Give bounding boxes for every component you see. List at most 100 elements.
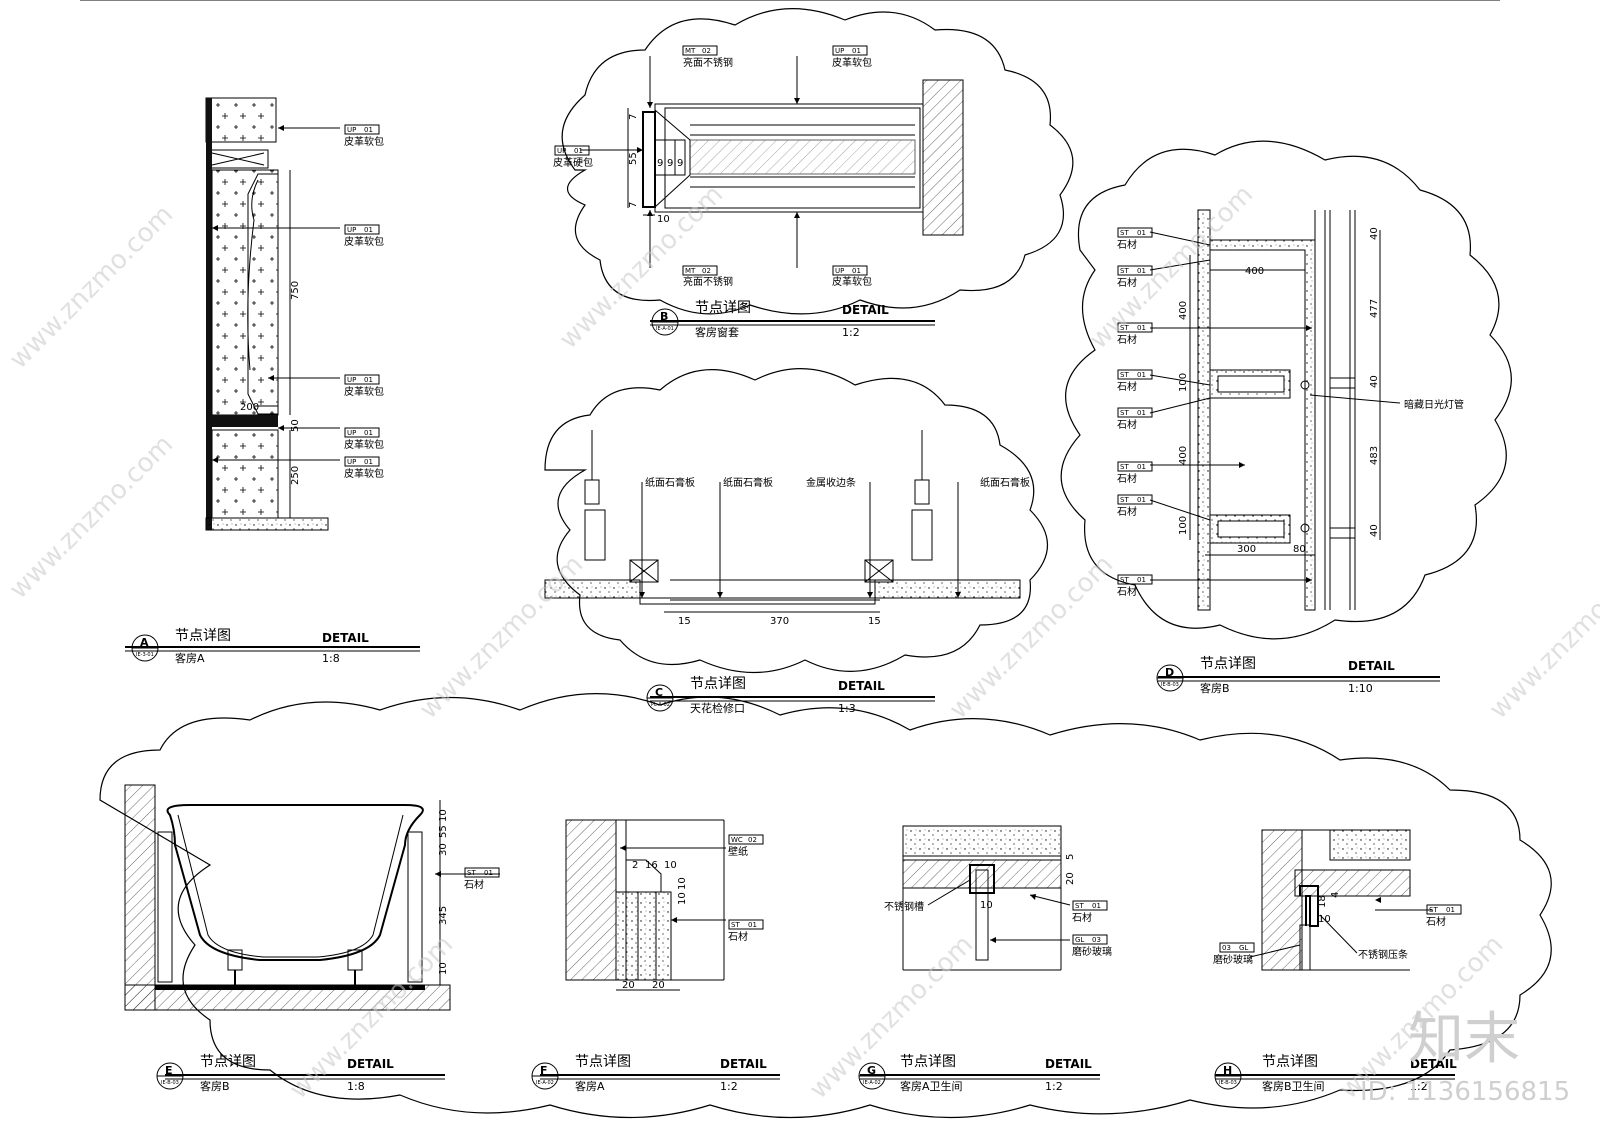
dim-text: 40	[1369, 375, 1380, 388]
tag-num: 01	[1137, 229, 1146, 237]
dim-text: 10	[677, 877, 688, 890]
watermark-text: www.znzmo.com	[4, 430, 179, 605]
dim-text: 750	[290, 281, 301, 300]
dim-text: 18	[1317, 895, 1328, 908]
tag-num: 01	[1092, 902, 1101, 910]
title-letter: D	[1165, 666, 1174, 679]
title-e: E IE-B-03 节点详图 DETAIL 客房B 1:8	[161, 1054, 394, 1093]
dim-text: 9	[657, 158, 663, 169]
watermark-text: www.znzmo.com	[414, 550, 589, 725]
dim-text: 400	[1245, 266, 1264, 277]
title-ref: IE-B-03	[1219, 1080, 1237, 1086]
tag-num: 01	[1137, 371, 1146, 379]
material-label: 石材	[1117, 238, 1137, 251]
title-letter: E	[165, 1064, 173, 1077]
tag-num: 01	[1137, 267, 1146, 275]
tag-code: UP	[347, 429, 356, 437]
dim-text: 40	[1369, 227, 1380, 240]
tag-code: UP	[347, 126, 356, 134]
title-letter: F	[540, 1064, 548, 1077]
tag-code: UP	[347, 458, 356, 466]
title-bars	[125, 320, 1455, 1080]
tag-num: 01	[1137, 496, 1146, 504]
dim-text: 15	[678, 616, 691, 627]
tag-num: 01	[852, 47, 861, 55]
title-cn: 节点详图	[690, 676, 746, 692]
tag-code: ST	[1120, 496, 1129, 504]
material-label: 皮革硬包	[553, 156, 593, 169]
title-en: DETAIL	[838, 679, 885, 693]
tag-boxes	[344, 45, 1462, 953]
material-label: 磨砂玻璃	[1213, 953, 1253, 966]
title-room: 客房A	[175, 651, 205, 665]
title-room: 客房A	[575, 1079, 605, 1093]
dim-text: 20	[622, 980, 635, 991]
material-label: 石材	[1117, 276, 1137, 289]
detail-g-drawing	[902, 825, 1071, 971]
cloud-detail-d	[1060, 140, 1512, 640]
title-letter: A	[140, 636, 149, 649]
tag-num: 02	[748, 836, 757, 844]
detail-c-drawing	[544, 430, 1021, 613]
dim-text: 7	[628, 202, 639, 208]
dim-text: 10	[657, 214, 670, 225]
material-label: 亮面不锈钢	[683, 275, 733, 288]
tag-code: ST	[1075, 902, 1084, 910]
detail-e-drawing	[124, 784, 500, 1011]
material-label: 皮革软包	[344, 135, 384, 148]
tag-num: 01	[364, 458, 373, 466]
tag-num: 01	[1137, 409, 1146, 417]
material-label: 石材	[1117, 418, 1137, 431]
dim-text: 300	[1237, 544, 1256, 555]
cloud-detail-b	[561, 8, 1074, 315]
dim-text: 100	[1178, 373, 1189, 392]
material-label: 不锈钢压条	[1358, 948, 1408, 961]
dim-text: 50	[290, 419, 301, 432]
title-letter: C	[655, 686, 663, 699]
title-b: B IE-A-01 节点详图 DETAIL 客房窗套 1:2	[656, 300, 889, 339]
title-en: DETAIL	[720, 1057, 767, 1071]
detail-f-drawing	[565, 819, 726, 991]
material-label: 不锈钢槽	[884, 900, 924, 913]
title-scale: 1:2	[1045, 1080, 1063, 1093]
tag-code: 03	[1222, 944, 1231, 952]
cloud-detail-bottom	[99, 693, 1552, 1119]
detail-h-drawing	[1249, 829, 1432, 971]
title-ref: IE-A-01	[656, 326, 674, 332]
title-en: DETAIL	[1045, 1057, 1092, 1071]
material-label: 石材	[1117, 505, 1137, 518]
dim-text: 400	[1178, 446, 1189, 465]
dim-text: 80	[1293, 544, 1306, 555]
title-en: DETAIL	[322, 631, 369, 645]
title-room: 客房B	[1200, 681, 1230, 695]
tag-code: ST	[1120, 409, 1129, 417]
dim-text: 400	[1178, 301, 1189, 320]
material-label: 皮革软包	[344, 235, 384, 248]
title-en: DETAIL	[1410, 1057, 1457, 1071]
dim-text: 55	[628, 152, 639, 165]
watermark-text: www.znzmo.com	[944, 550, 1119, 725]
title-scale: 1:8	[322, 652, 340, 665]
title-cn: 节点详图	[175, 628, 231, 644]
title-h: H IE-B-03 节点详图 DETAIL 客房B卫生间 1:2	[1219, 1054, 1457, 1093]
watermark-text: www.znzmo.com	[1084, 180, 1259, 355]
title-ref: IE-B-03	[1161, 682, 1179, 688]
title-letter: B	[660, 310, 668, 323]
dim-text: 370	[770, 616, 789, 627]
material-label: 暗藏日光灯管	[1404, 398, 1464, 411]
detail-a-top-block	[205, 97, 277, 143]
watermark-text: www.znzmo.com	[4, 200, 179, 375]
dim-text: 10	[664, 860, 677, 871]
tag-num: 01	[574, 147, 583, 155]
tag-num: 01	[1137, 463, 1146, 471]
detail-a-panel-upper	[211, 169, 279, 416]
tag-num: 01	[748, 921, 757, 929]
material-label: 亮面不锈钢	[683, 56, 733, 69]
tag-code: GL	[1075, 936, 1084, 944]
tag-num: GL	[1239, 944, 1248, 952]
material-label: 皮革软包	[344, 438, 384, 451]
material-label: 纸面石膏板	[723, 476, 773, 489]
title-cn: 节点详图	[575, 1054, 631, 1070]
title-room: 客房窗套	[695, 325, 739, 339]
